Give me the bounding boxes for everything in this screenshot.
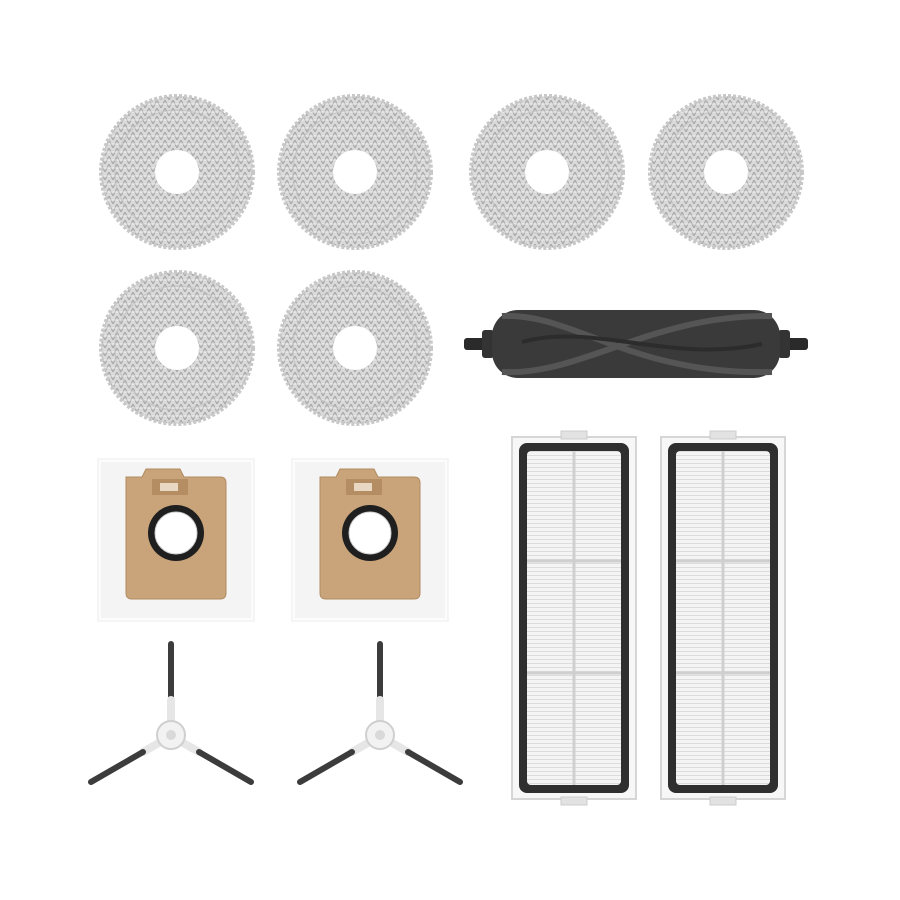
dust-bag <box>96 457 256 623</box>
mop-pad <box>97 92 257 252</box>
mop-pad <box>97 268 257 428</box>
dust-bag <box>290 457 450 623</box>
mop-pad <box>646 92 806 252</box>
side-brush <box>294 640 466 788</box>
mop-pad <box>275 92 435 252</box>
hepa-filter <box>660 429 786 807</box>
mop-pad <box>275 268 435 428</box>
mop-pad <box>467 92 627 252</box>
hepa-filter <box>511 429 637 807</box>
side-brush <box>85 640 257 788</box>
main-roller-brush <box>462 302 810 386</box>
